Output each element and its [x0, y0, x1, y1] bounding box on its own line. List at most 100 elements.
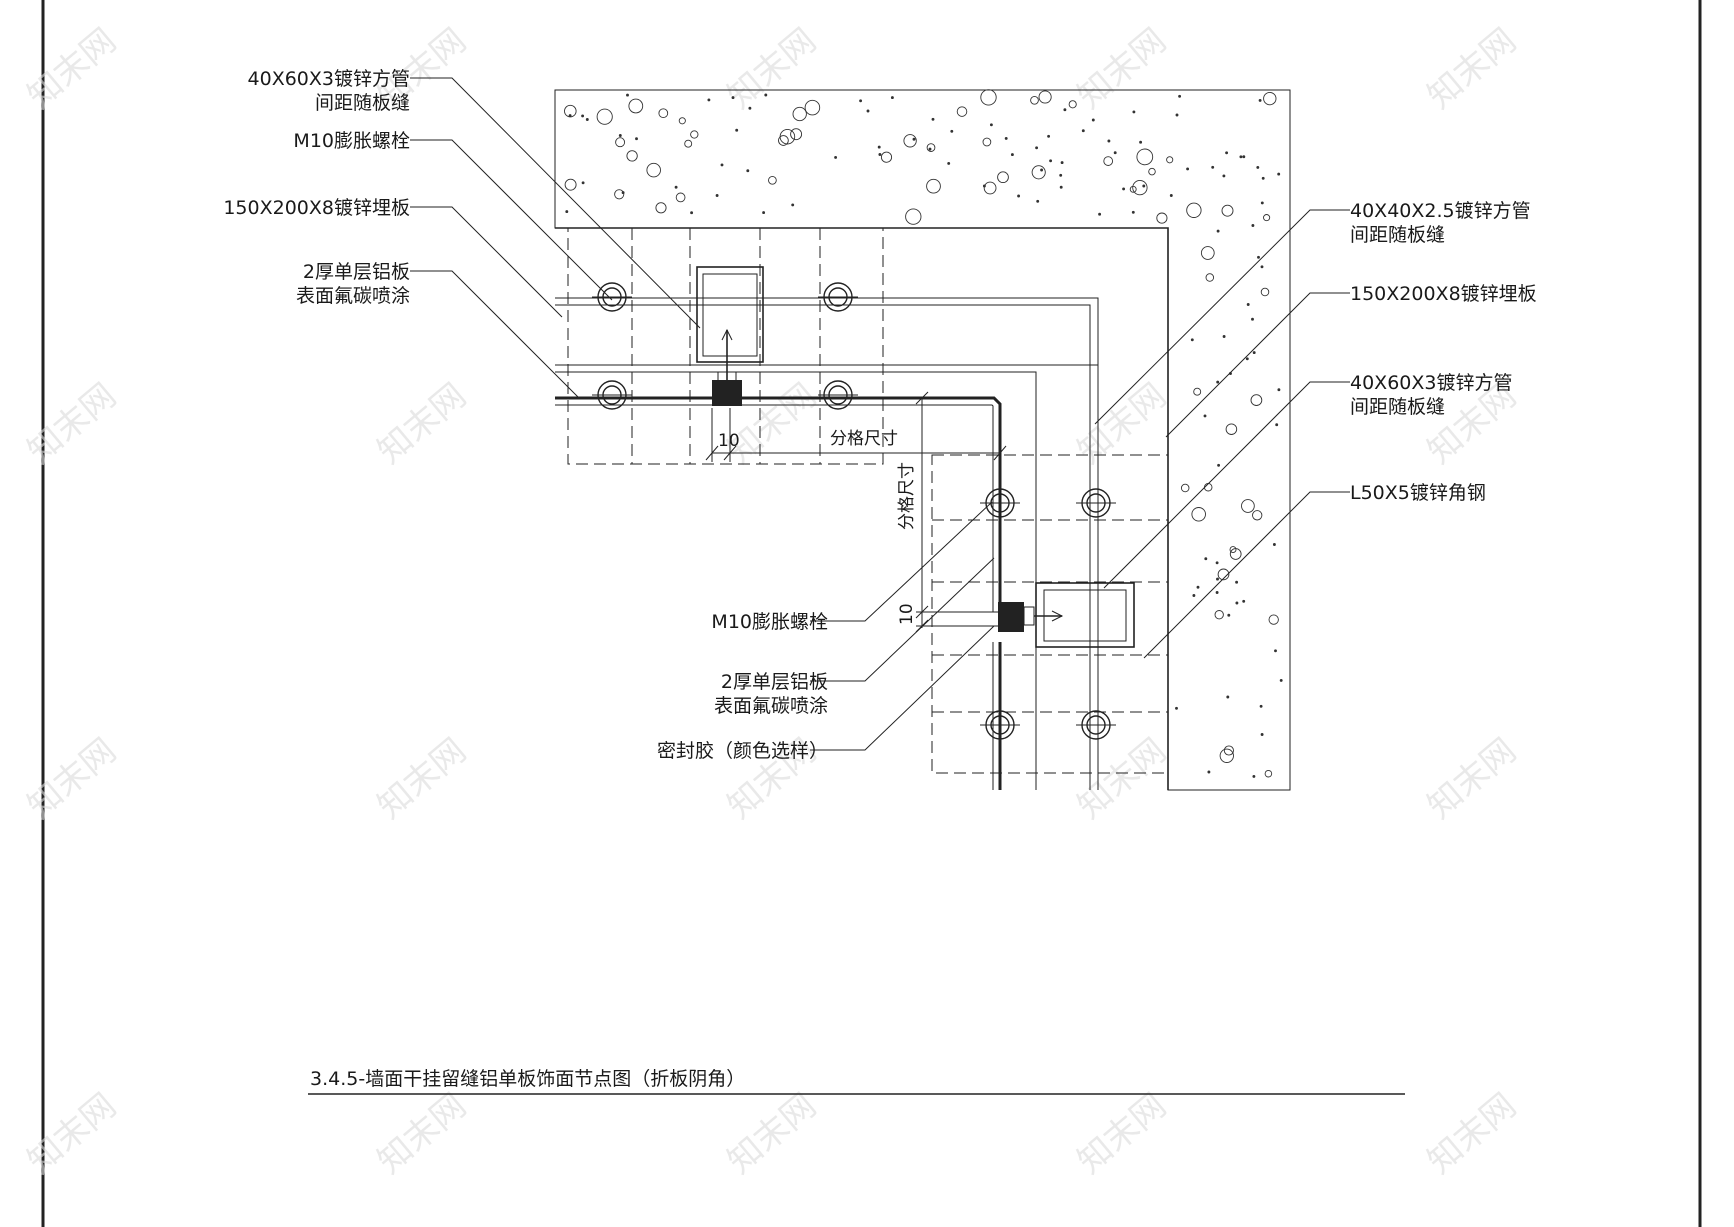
concrete-aggregate [1211, 165, 1215, 169]
label-bottom-0: M10膨胀螺栓 [711, 611, 828, 633]
concrete-aggregate [1035, 146, 1039, 150]
concrete-aggregate [1156, 212, 1168, 224]
concrete-aggregate [1246, 303, 1250, 306]
concrete-aggregate [678, 117, 686, 125]
concrete-aggregate [720, 163, 724, 167]
concrete-aggregate [804, 99, 821, 116]
concrete-aggregate [1217, 463, 1221, 467]
concrete-aggregate [1200, 246, 1215, 260]
watermark-logo: 知末网 [370, 731, 474, 827]
concrete-aggregate [1263, 91, 1277, 106]
concrete-aggregate [585, 118, 589, 121]
svg-text:间距随板缝: 间距随板缝 [315, 92, 410, 114]
concrete-aggregate [1258, 98, 1262, 102]
concrete-aggregate [1049, 159, 1053, 163]
concrete-aggregate [635, 137, 638, 141]
concrete-aggregate [1229, 546, 1237, 554]
concrete-aggregate [950, 129, 954, 133]
anchor-bolt-icon [1076, 488, 1116, 518]
svg-text:表面氟碳喷涂: 表面氟碳喷涂 [714, 695, 828, 717]
concrete-aggregate [1252, 510, 1263, 521]
concrete-aggregate [1175, 113, 1179, 117]
concrete-aggregate [1277, 388, 1281, 392]
concrete-aggregate [1221, 204, 1234, 217]
concrete-aggregate [1060, 161, 1064, 165]
concrete-aggregate [658, 108, 669, 119]
watermark-logo: 知末网 [20, 21, 124, 117]
concrete-aggregate [1242, 599, 1246, 603]
concrete-aggregate [1148, 167, 1156, 176]
svg-text:150X200X8镀锌埋板: 150X200X8镀锌埋板 [1350, 283, 1537, 305]
concrete-aggregate [1038, 90, 1052, 104]
concrete-aggregate [989, 123, 993, 127]
concrete-aggregate [877, 145, 881, 149]
watermark-logo: 知末网 [1070, 731, 1174, 827]
svg-text:2厚单层铝板: 2厚单层铝板 [721, 671, 828, 693]
concrete-aggregate [1225, 423, 1238, 435]
watermark-logo: 知末网 [720, 1086, 824, 1182]
concrete-aggregate [675, 192, 686, 203]
concrete-aggregate [1257, 255, 1260, 259]
label-right-2: 40X60X3镀锌方管 间距随板缝 [1350, 372, 1512, 418]
concrete-aggregate [1226, 695, 1230, 699]
concrete-aggregate [1131, 210, 1135, 214]
concrete-aggregate [1010, 153, 1014, 157]
concrete-aggregate [980, 89, 997, 106]
concrete-aggregate [1068, 100, 1077, 109]
concrete-aggregate [1017, 194, 1021, 198]
anchor-bolts [592, 282, 1116, 740]
concrete-aggregate [1031, 165, 1046, 180]
drawing-title: 3.4.5-墙面干挂留缝铝单板饰面节点图（折板阴角） [310, 1068, 745, 1090]
watermark-logo: 知末网 [1420, 1086, 1524, 1182]
concrete-aggregate [1186, 202, 1202, 218]
dimension-vertical: 分格尺寸 10 [897, 391, 1000, 633]
concrete-aggregate [1261, 176, 1265, 180]
concrete-aggregate [1180, 483, 1190, 493]
concrete-aggregate [983, 181, 997, 195]
label-left-3: 2厚单层铝板 表面氟碳喷涂 [296, 261, 410, 307]
anchor-bolt-icon [592, 282, 632, 312]
concrete-aggregate [1081, 129, 1085, 133]
concrete-aggregate [1251, 224, 1255, 227]
embedded-plate-right [931, 454, 1169, 774]
concrete-aggregate [1132, 179, 1148, 196]
watermark-logo: 知末网 [1070, 376, 1174, 472]
dimension-grid-vertical: 分格尺寸 [897, 462, 917, 530]
concrete-aggregate [690, 130, 699, 139]
concrete-aggregate [931, 117, 935, 121]
concrete-aggregate [1223, 745, 1234, 756]
concrete-aggregate [1242, 155, 1246, 159]
anchor-bolt-icon [818, 282, 858, 312]
concrete-aggregate [655, 202, 667, 214]
drawing-title-block: 3.4.5-墙面干挂留缝铝单板饰面节点图（折板阴角） [308, 1068, 1405, 1095]
concrete-aggregate [1235, 580, 1239, 584]
concrete-aggregate [1139, 140, 1143, 144]
concrete-aggregate [912, 137, 916, 141]
concrete-aggregate [928, 147, 932, 151]
dimension-horizontal: 分格尺寸 10 [705, 408, 1007, 462]
concrete-aggregate [1216, 380, 1220, 384]
concrete-aggregate [690, 211, 694, 215]
watermark-logo: 知末网 [720, 21, 824, 117]
concrete-aggregate [790, 128, 803, 141]
concrete-aggregate [1235, 601, 1239, 605]
concrete-aggregate [684, 139, 693, 148]
concrete-aggregate [615, 137, 626, 148]
concrete-aggregate [564, 178, 577, 191]
concrete-aggregate [1047, 134, 1051, 138]
svg-text:间距随板缝: 间距随板缝 [1350, 224, 1445, 246]
concrete-aggregate [1241, 499, 1255, 513]
label-left-0: 40X60X3镀锌方管 间距随板缝 [248, 68, 410, 114]
label-left-1: M10膨胀螺栓 [293, 130, 410, 152]
svg-text:40X40X2.5镀锌方管: 40X40X2.5镀锌方管 [1350, 200, 1531, 222]
concrete-aggregate [1205, 273, 1215, 282]
concrete-aggregate [1036, 199, 1040, 203]
concrete-aggregate [581, 114, 585, 118]
concrete-aggregate [1260, 201, 1264, 205]
concrete-aggregate [982, 137, 992, 147]
concrete-aggregate [1190, 338, 1194, 342]
concrete-aggregate [1263, 214, 1271, 222]
concrete-aggregate [1264, 769, 1273, 778]
concrete-aggregate [1063, 108, 1067, 112]
square-tube-right [1035, 582, 1135, 648]
